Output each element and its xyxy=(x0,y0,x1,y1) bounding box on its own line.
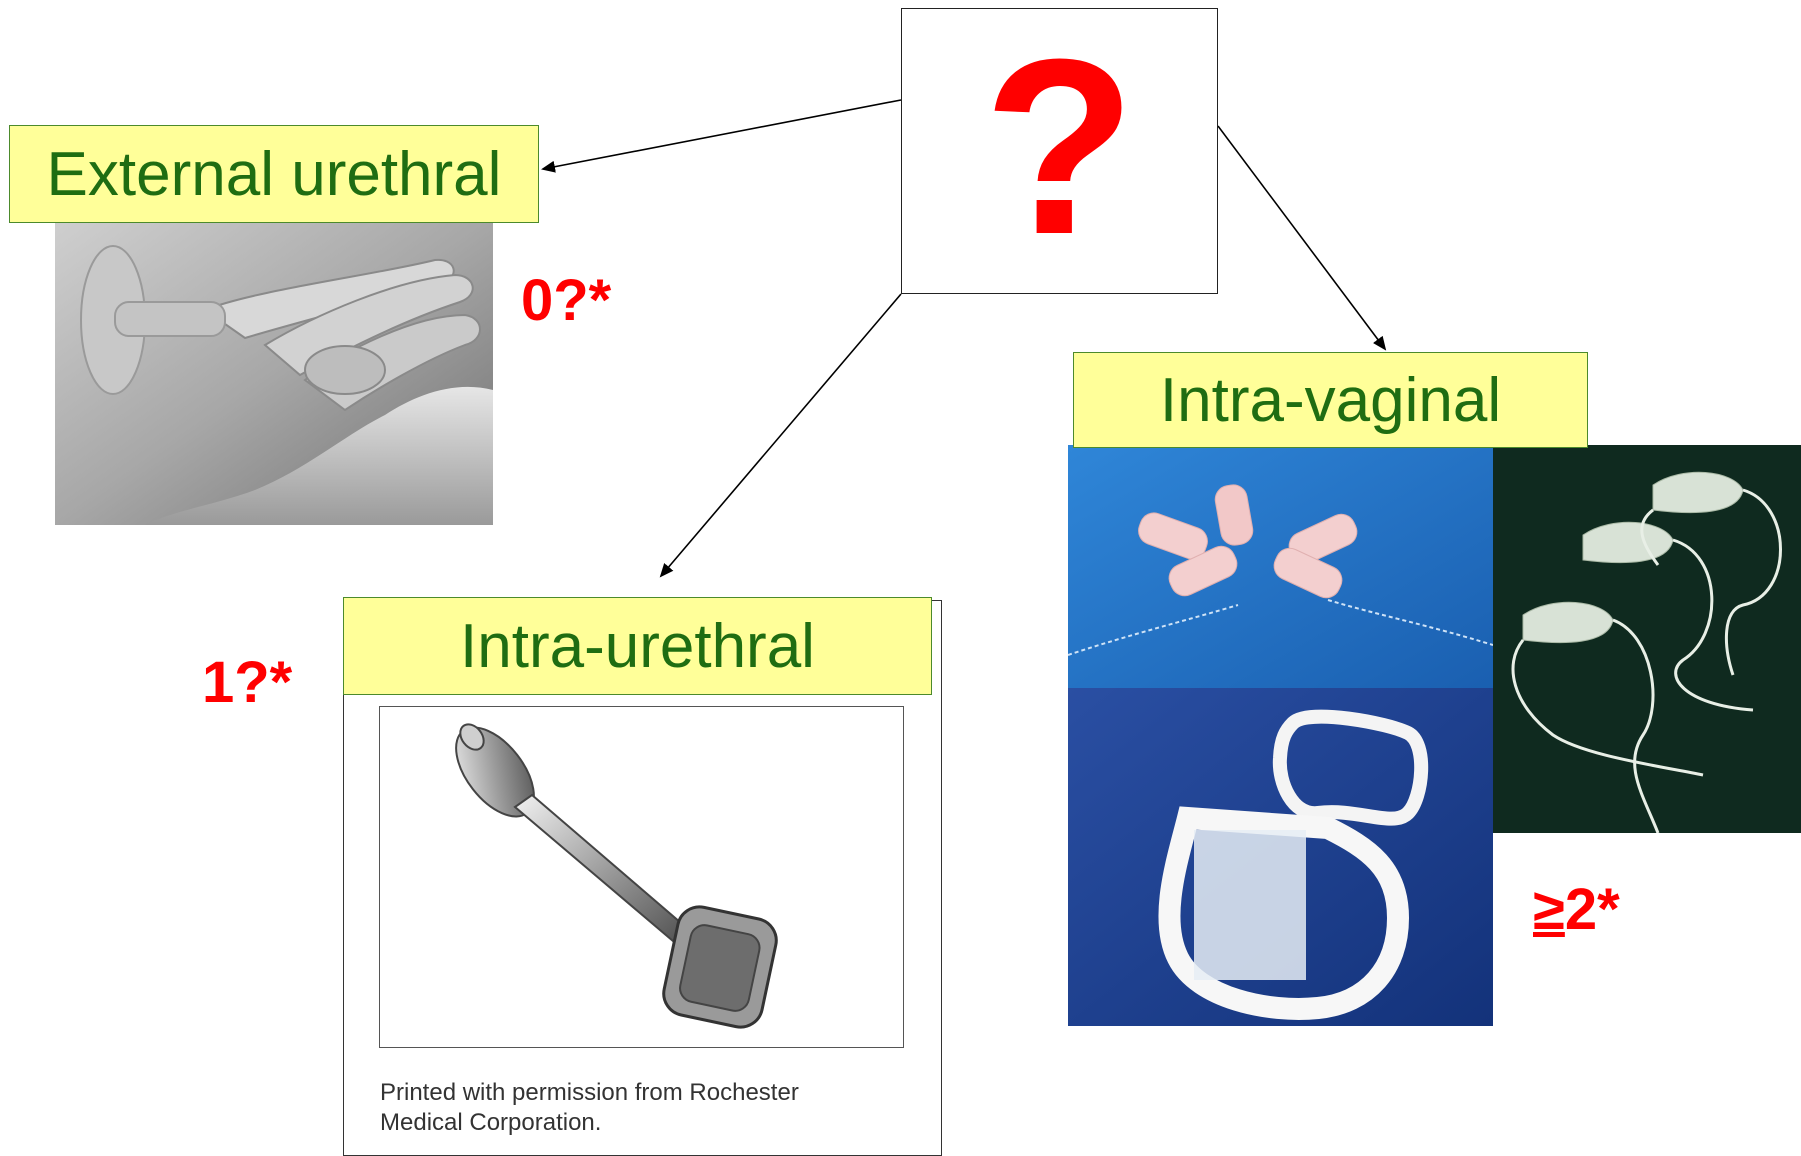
intra-urethral-label: Intra-urethral xyxy=(343,597,932,695)
intra-vaginal-label: Intra-vaginal xyxy=(1073,352,1588,448)
external-urethral-score: 0?* xyxy=(521,267,611,334)
intra-vaginal-photo-2 xyxy=(1068,688,1493,1026)
intra-vaginal-photo-3 xyxy=(1493,445,1801,833)
hand-holding-urethral-cap-image xyxy=(55,220,493,525)
urethral-insert-device-image xyxy=(380,707,902,1046)
continence-pessaries-image xyxy=(1493,445,1801,833)
caption-line-2: Medical Corporation. xyxy=(380,1108,799,1138)
intra-vaginal-score-value: 2* xyxy=(1565,877,1620,942)
caption-line-1: Printed with permission from Rochester xyxy=(380,1078,799,1108)
question-box: ? xyxy=(901,8,1218,294)
external-urethral-photo xyxy=(55,220,493,525)
intra-vaginal-score-symbol: ≥ xyxy=(1533,877,1565,942)
question-mark: ? xyxy=(983,22,1136,272)
tampon-pessaries-image xyxy=(1068,445,1493,690)
arrow-to-external xyxy=(543,100,901,169)
intra-urethral-score: 1?* xyxy=(202,649,292,716)
intra-vaginal-score: ≥2* xyxy=(1533,876,1620,943)
intra-vaginal-photo-1 xyxy=(1068,445,1493,690)
arrow-to-intra-urethral xyxy=(661,294,901,576)
ring-pessaries-image xyxy=(1068,688,1493,1026)
intra-urethral-drawing-frame xyxy=(379,706,904,1048)
intra-urethral-caption: Printed with permission from Rochester M… xyxy=(380,1078,799,1138)
external-urethral-label: External urethral xyxy=(9,125,539,223)
arrow-to-intra-vaginal xyxy=(1218,126,1385,349)
